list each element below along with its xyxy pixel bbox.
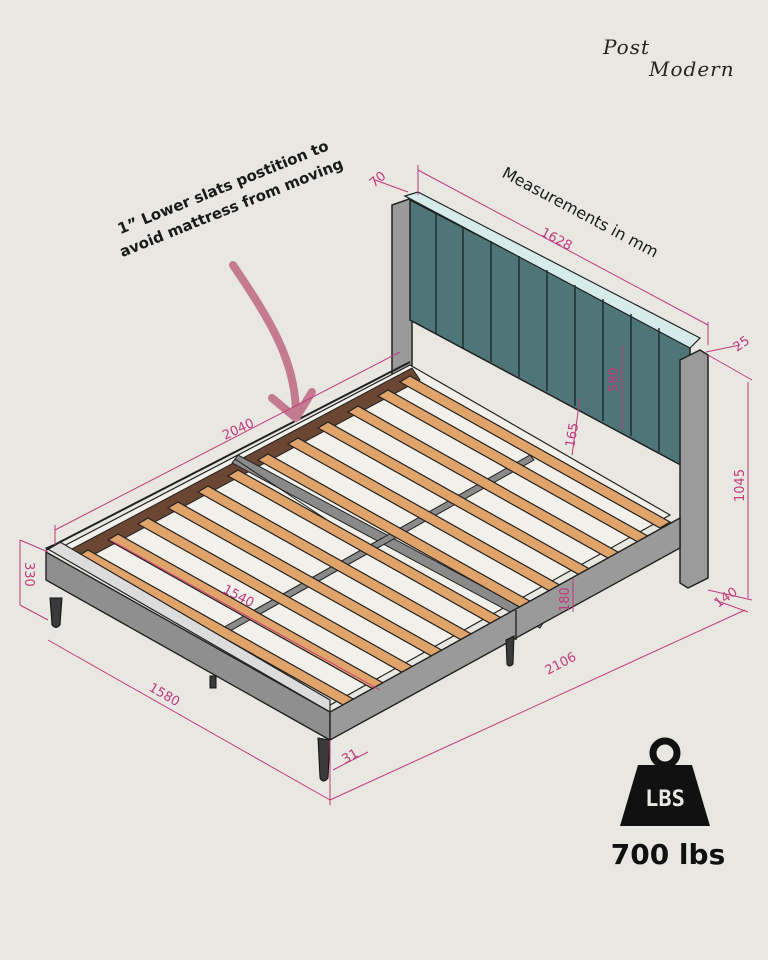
dim-leg-inset: 31 (340, 746, 362, 767)
legs (49, 597, 515, 782)
svg-text:LBS: LBS (645, 787, 685, 812)
brand-logo: Post Modern (585, 35, 745, 95)
headboard-channels (435, 213, 660, 452)
dim-headboard-panel-height: 580 (607, 367, 622, 392)
weight-capacity: 700 lbs (610, 838, 726, 871)
logo-word-post: Post (603, 35, 650, 59)
callout-arrow (229, 261, 300, 416)
dimension-lines (19, 165, 753, 805)
right-side-rail (329, 516, 681, 742)
dim-slat-clearance: 165 (563, 422, 582, 449)
headboard-top-cap (403, 191, 702, 349)
logo-word-modern: Modern (649, 57, 735, 81)
dim-post-offset: 25 (731, 333, 753, 355)
headboard-right-post (679, 349, 709, 589)
dim-headboard-width: 1628 (538, 225, 574, 254)
dim-total-height: 1045 (733, 469, 748, 502)
dim-headboard-depth: 70 (367, 169, 389, 191)
slats (76, 375, 672, 707)
dim-frame-height: 330 (21, 562, 36, 587)
weight-lbs-icon: LBS (620, 737, 710, 826)
dim-rail-height: 180 (558, 587, 573, 612)
dim-rail-length: 2040 (220, 416, 256, 444)
dim-total-length: 2106 (543, 650, 579, 679)
